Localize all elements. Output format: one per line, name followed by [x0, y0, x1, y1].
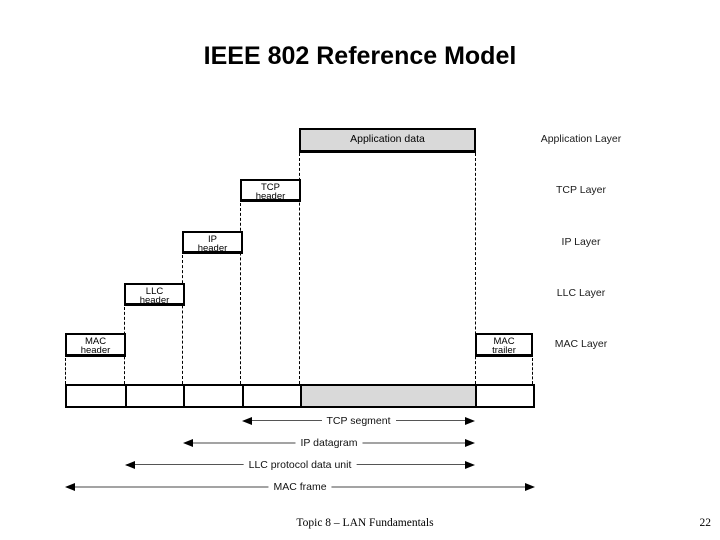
box-mac-header-line1: MAC [84, 336, 107, 347]
layer-label-mac: MAC Layer [554, 338, 608, 350]
arrowhead-left-icon [183, 439, 193, 447]
frame-bar-divider [300, 386, 302, 406]
box-ip-header-line2: header [197, 243, 228, 254]
arrowhead-left-icon [242, 417, 252, 425]
dashed-connector-mac-header-left [65, 358, 66, 384]
arrowhead-right-icon [525, 483, 535, 491]
span-arrow-llc-label: LLC protocol data unit [243, 459, 357, 471]
box-mac-header-line2: header [80, 345, 111, 356]
layer-label-application: Application Layer [540, 133, 622, 145]
box-llc-header-line2: header [139, 295, 170, 306]
dashed-connector-appdata-left [299, 153, 300, 384]
frame-bar [65, 384, 535, 408]
dashed-connector-ip-left [182, 255, 183, 384]
layer-label-llc: LLC Layer [556, 287, 606, 299]
dashed-connector-mac-trailer-right [532, 358, 533, 384]
frame-bar-payload-segment [300, 386, 475, 406]
box-ip-header: IP header [182, 231, 243, 254]
span-arrow-ip-datagram: IP datagram [183, 436, 475, 450]
arrowhead-left-icon [65, 483, 75, 491]
box-mac-trailer-line1: MAC [493, 336, 515, 347]
span-arrow-mac-frame: MAC frame [65, 480, 535, 494]
box-llc-header-line1: LLC [145, 286, 164, 297]
span-arrow-tcp-segment: TCP segment [242, 414, 475, 428]
box-application-data: Application data [299, 128, 476, 153]
span-arrow-mac-label: MAC frame [268, 481, 332, 493]
footer-topic: Topic 8 – LAN Fundamentals [296, 517, 434, 529]
box-application-data-label: Application data [350, 133, 425, 145]
arrowhead-right-icon [465, 461, 475, 469]
dashed-connector-appdata-right [475, 153, 476, 384]
span-arrow-tcp-label: TCP segment [321, 415, 396, 427]
dashed-connector-tcp-left [240, 203, 241, 384]
box-mac-header: MAC header [65, 333, 126, 357]
page-title: IEEE 802 Reference Model [203, 42, 517, 70]
frame-bar-divider [242, 386, 244, 406]
arrowhead-right-icon [465, 439, 475, 447]
frame-bar-divider [125, 386, 127, 406]
box-tcp-header-line2: header [255, 191, 286, 202]
box-tcp-header: TCP header [240, 179, 301, 202]
box-ip-header-line1: IP [208, 234, 217, 245]
frame-bar-divider [475, 386, 477, 406]
box-llc-header: LLC header [124, 283, 185, 306]
span-arrow-ip-label: IP datagram [295, 437, 363, 449]
layer-label-ip: IP Layer [561, 236, 601, 248]
box-tcp-header-line1: TCP [261, 182, 280, 193]
box-mac-trailer-line2: trailer [492, 345, 516, 356]
footer-page-number: 22 [699, 517, 712, 529]
layer-label-tcp: TCP Layer [556, 184, 606, 196]
arrowhead-left-icon [125, 461, 135, 469]
frame-bar-divider [183, 386, 185, 406]
span-arrow-llc-pdu: LLC protocol data unit [125, 458, 475, 472]
box-mac-trailer: MAC trailer [475, 333, 533, 357]
arrowhead-right-icon [465, 417, 475, 425]
